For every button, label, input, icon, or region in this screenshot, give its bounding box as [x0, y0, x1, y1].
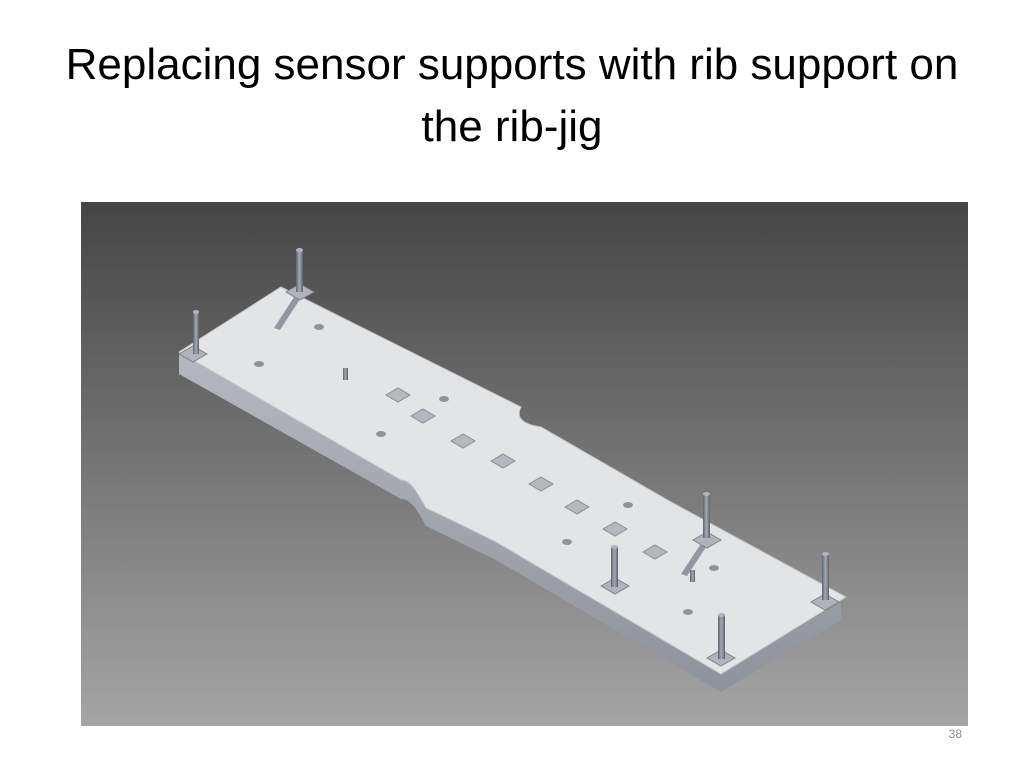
plate-top — [178, 286, 847, 675]
support-arm — [274, 294, 302, 330]
mounting-holes — [254, 324, 719, 615]
sensor-pads — [385, 387, 668, 560]
plate-side — [179, 352, 841, 692]
slide-title: Replacing sensor supports with rib suppo… — [65, 40, 959, 151]
slide-number: 38 — [948, 727, 962, 741]
rib-jig-render — [81, 202, 968, 726]
support-pins — [193, 248, 829, 659]
